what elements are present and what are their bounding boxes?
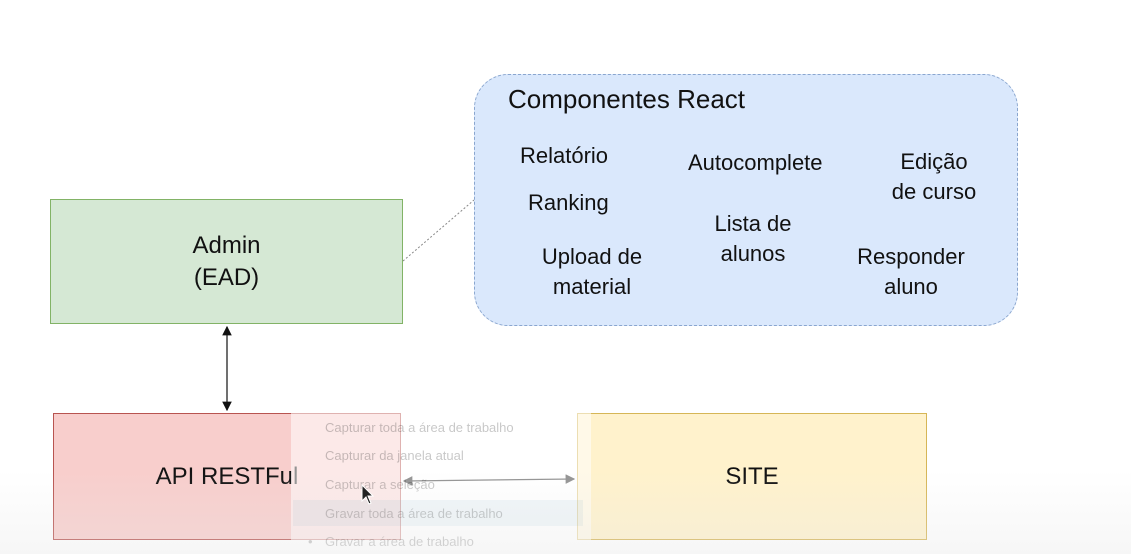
capture-context-menu (291, 410, 591, 554)
menu-bullet-icon: • (308, 534, 313, 549)
react-group-title: Componentes React (508, 84, 746, 114)
react-components-group (474, 74, 1018, 326)
component-lista-alunos: Lista de alunos (714, 211, 792, 266)
site-label: SITE (725, 462, 779, 490)
api-label: API RESTFul (155, 462, 299, 490)
component-relatorio: Relatório (520, 143, 609, 168)
callout-dotted-line (402, 199, 475, 262)
menu-highlight (293, 500, 583, 526)
admin-label: Admin (EAD) (192, 232, 261, 291)
component-edicao-curso: Edição de curso (891, 149, 977, 204)
component-autocomplete: Autocomplete (688, 150, 823, 175)
menu-item-record-area[interactable]: Gravar a área de trabalho (325, 534, 474, 549)
menu-item-record-desktop[interactable]: Gravar toda a área de trabalho (325, 506, 503, 521)
mouse-cursor-icon (361, 484, 375, 505)
menu-item-capture-window[interactable]: Capturar da janela atual (325, 448, 464, 463)
component-upload-material: Upload de material (541, 244, 643, 299)
site-box: SITE (577, 413, 927, 540)
component-ranking: Ranking (528, 190, 609, 215)
component-responder-aluno: Responder aluno (857, 244, 965, 299)
admin-box: Admin (EAD) (50, 199, 403, 324)
menu-item-capture-desktop[interactable]: Capturar toda a área de trabalho (325, 420, 514, 435)
menu-item-capture-selection[interactable]: Capturar a seleção (325, 477, 435, 492)
